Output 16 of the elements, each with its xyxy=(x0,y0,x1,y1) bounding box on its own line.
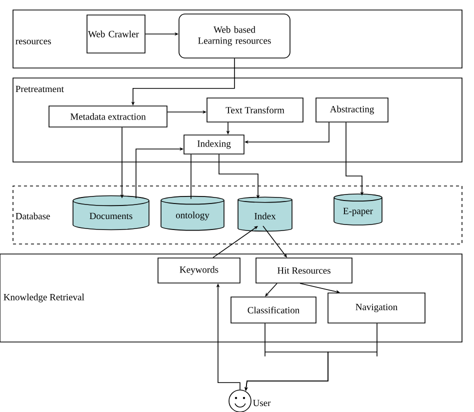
database-cylinder: Documents xyxy=(72,195,150,230)
process-box: Indexing xyxy=(184,134,244,154)
process-box: Metadata extraction xyxy=(48,106,168,128)
process-box: Hit Resources xyxy=(256,258,352,284)
process-box: Classification xyxy=(230,296,316,324)
process-box: Keywords xyxy=(158,258,240,284)
smiley-icon xyxy=(228,390,252,412)
node-caption: User xyxy=(253,400,271,406)
rounded-box: Web based Learning resources xyxy=(178,14,290,58)
process-box: Web Crawler xyxy=(86,14,146,54)
process-box: Navigation xyxy=(328,292,426,324)
process-box: Text Transform xyxy=(206,98,304,122)
process-box: Abstracting xyxy=(316,98,388,122)
database-cylinder: ontology xyxy=(160,196,224,231)
database-cylinder: E-paper xyxy=(334,194,382,226)
database-cylinder: Index xyxy=(238,196,292,232)
